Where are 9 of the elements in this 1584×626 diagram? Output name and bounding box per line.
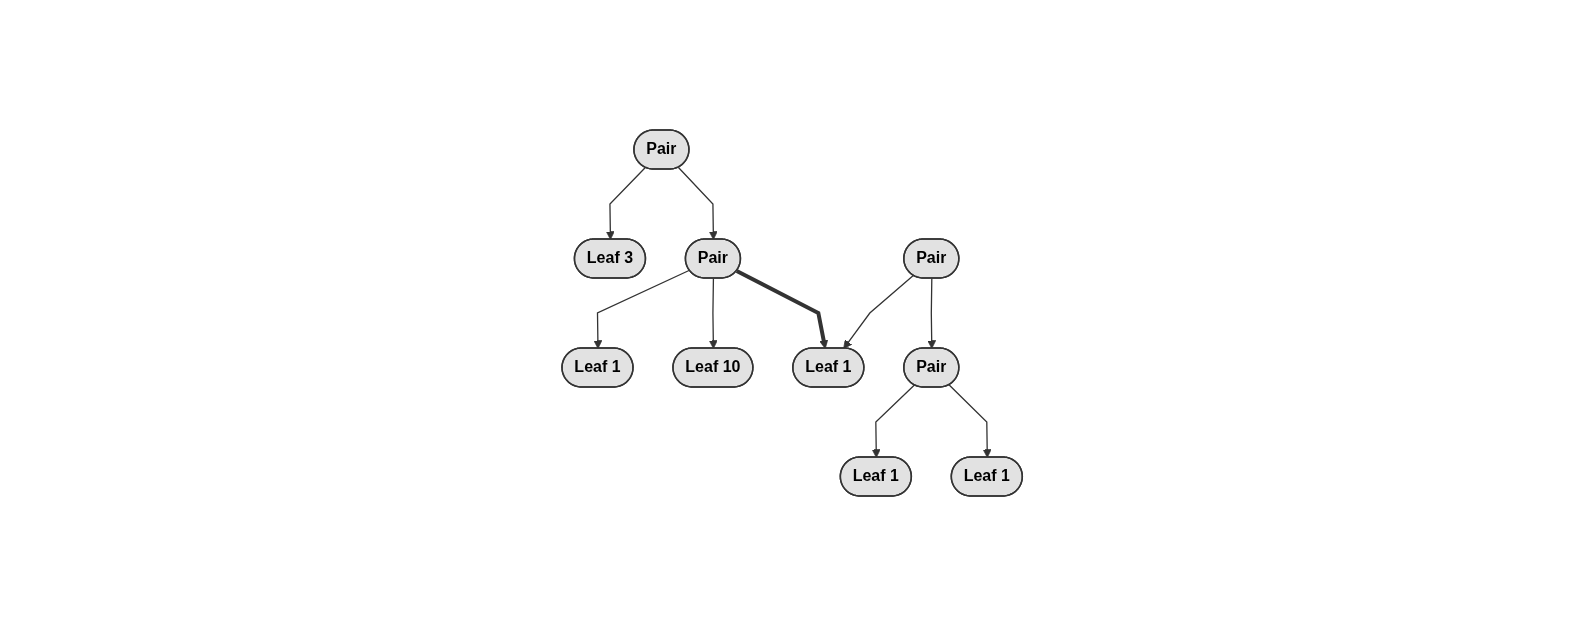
arrow: [708, 277, 718, 349]
arrow: [593, 269, 690, 349]
arrow: [927, 277, 936, 349]
arrow: [948, 384, 992, 458]
arrow: [677, 166, 718, 240]
arrow: [871, 384, 915, 458]
arrow: [843, 274, 914, 349]
arrow: [605, 166, 646, 240]
arrow: [735, 269, 828, 349]
